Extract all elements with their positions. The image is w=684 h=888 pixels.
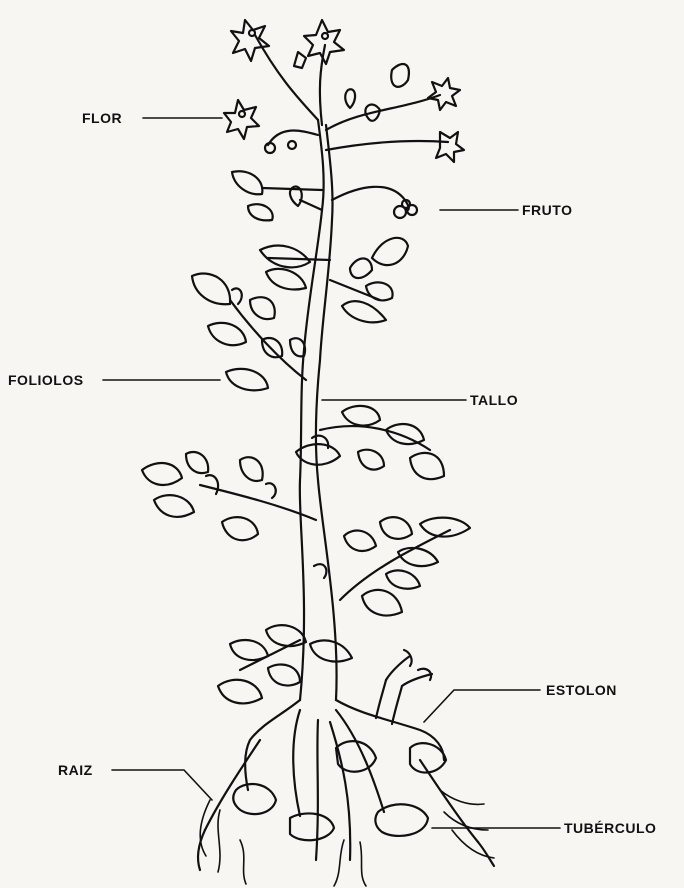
label-fruto: FRUTO [522,202,572,218]
tuber [375,804,428,836]
flower-branches [255,35,448,200]
leaf-cluster-left [192,274,306,391]
fruit [394,200,417,218]
label-raiz: RAIZ [58,762,93,778]
leaf-cluster-mid-right [260,238,408,322]
tuber [290,813,334,840]
flower [294,20,344,68]
label-estolon: ESTOLON [546,682,617,698]
main-stem [300,120,337,700]
tuber [336,741,446,772]
leaf-cluster-tallo [296,406,444,479]
label-tallo: TALLO [470,392,518,408]
leaf-cluster-lower-right [314,517,470,615]
label-tuberculo: TUBÉRCULO [564,820,656,836]
flower-bud [265,141,296,153]
label-foliolos: FOLIOLOS [8,372,84,388]
tuber [233,784,276,814]
flower [224,100,259,139]
leaf-cluster-bottom [218,625,352,703]
flower [231,20,269,61]
leaf-cluster-lower-left [142,452,316,540]
stolon [376,650,432,724]
label-flor: FLOR [82,110,122,126]
flower [428,78,464,162]
